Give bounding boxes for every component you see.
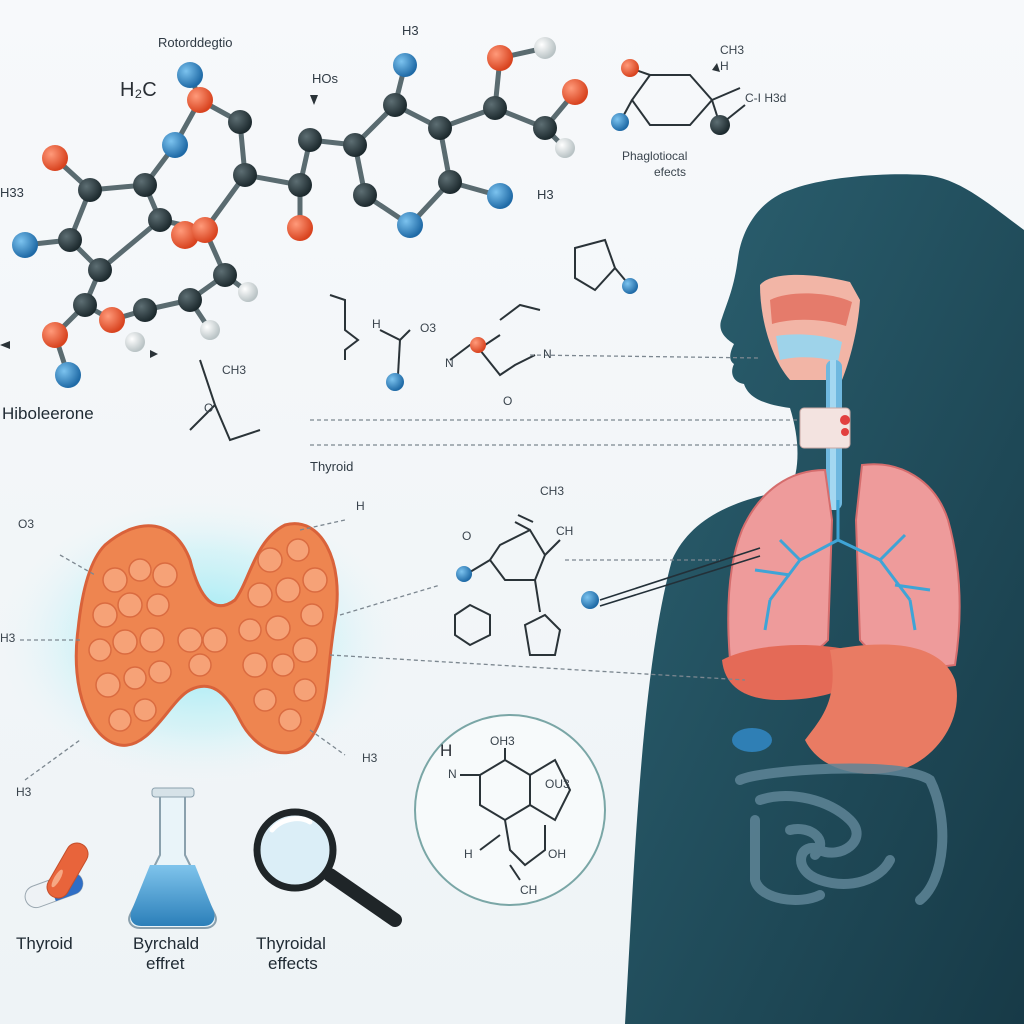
nitrogen-atom [611,113,629,131]
small-molecule-top-right [619,67,746,126]
magnifier-caption-line1: Thyroidal [256,934,326,953]
h-right-label: H [720,59,729,73]
h3-top-label: H3 [402,23,419,38]
h3-left-label: H33 [0,185,24,200]
circled-molecule [460,748,572,881]
h-lowmid-label: H [372,317,381,331]
o-upper-label: O [462,529,472,543]
hos-label: HOs [312,71,338,86]
nitrogen-atom [581,591,599,609]
h3c-label: H₂C [120,79,157,101]
oh-circle-label: OH [548,847,566,861]
effects-label: efects [654,165,687,179]
h-circle-label: H [440,741,453,760]
physiological-label: Phaglotiocal [622,149,688,163]
pill-capsule-icon [24,842,89,909]
nitrogen-atom [456,566,472,582]
oxygen-atom [621,59,639,77]
hiboleerone-label: Hiboleerone [2,404,94,423]
h3-mid-label: H3 [537,187,554,202]
title-fragment-label: Rotorddegtio [158,35,233,50]
abdominal-organs [722,644,957,774]
ball-and-stick-molecule [12,37,588,388]
throat-cutaway [760,274,860,510]
magnifier-caption-line2: effects [268,954,318,973]
o3-left-label: O3 [18,517,35,531]
ou3-circle-label: OU3 [545,777,570,791]
c-h3d-label: C-I H3d [745,91,787,105]
o3-label: O3 [420,321,437,335]
flask-caption-line2: effret [146,954,185,973]
magnifying-glass-icon [253,808,402,927]
o-lower-label: O [503,394,513,408]
n-right-label: N [543,347,552,361]
leader-lines [20,354,800,781]
ch3-small-label: CH3 [222,363,247,377]
n-circle-label: N [448,767,457,781]
thyroid-gland [74,522,339,755]
n-mid-label: N [445,356,454,370]
h-upper-label: H [356,499,365,513]
o-small-label: O [204,401,214,415]
thyroid-mid-label: Thyroid [310,459,354,474]
nitrogen-atom [386,373,404,391]
oh3-circle-label: OH3 [490,734,515,748]
carbon-atom [710,115,730,135]
lungs [727,463,961,668]
h3-bottom-label: H3 [16,785,32,799]
ch3-right-label: CH3 [720,43,745,57]
h3-left2-label: H3 [0,631,16,645]
pills-caption: Thyroid [16,934,73,953]
ch3-upper-label: CH3 [540,484,565,498]
h-circle2-label: H [464,847,473,861]
h3-lower-label: H3 [362,751,378,765]
small-ring-molecule [574,238,631,292]
ch-upper-label: CH [556,524,574,538]
hexagon-molecule [454,514,562,656]
intestines [735,763,948,905]
flask-caption-line1: Byrchald [133,934,200,953]
oxygen-atom [470,337,486,353]
erlenmeyer-flask-icon [128,787,217,929]
nitrogen-atom [622,278,638,294]
ch-circle-label: CH [520,883,538,897]
arrow-markers [0,63,720,358]
circled-molecule-frame [414,714,606,906]
